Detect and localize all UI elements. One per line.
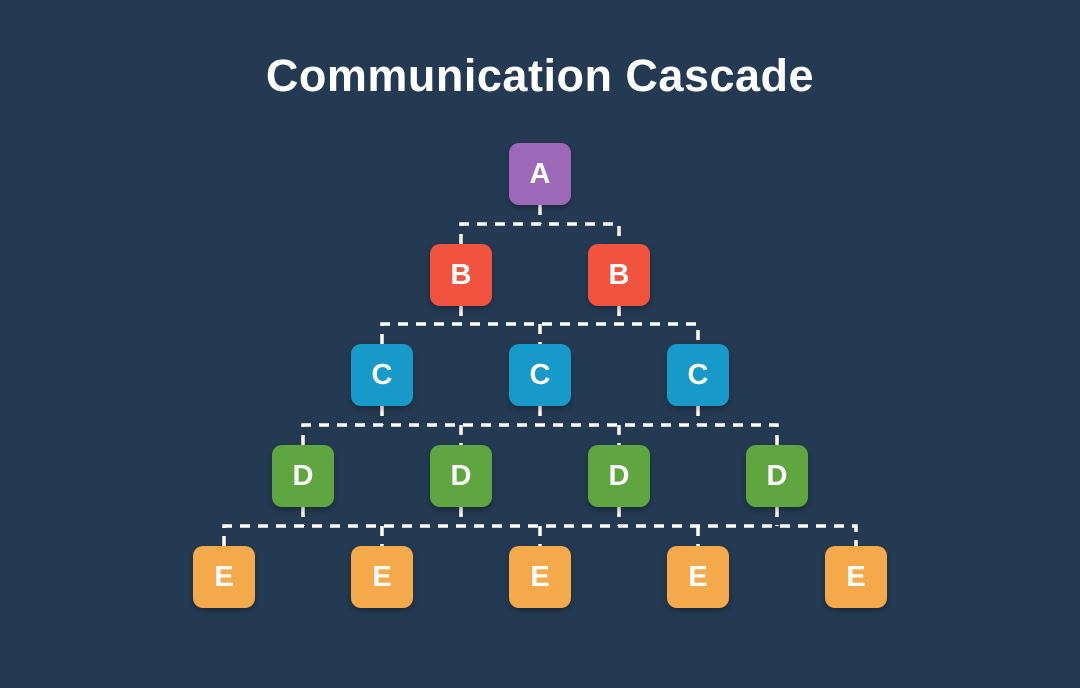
- node-label: D: [292, 459, 314, 492]
- node-label: B: [450, 258, 472, 291]
- node-label: E: [372, 560, 392, 593]
- node-b-1: B: [430, 244, 492, 306]
- node-label: E: [214, 560, 234, 593]
- node-label: C: [529, 358, 551, 391]
- node-e-2: E: [351, 546, 413, 608]
- node-d-4: D: [746, 445, 808, 507]
- node-label: E: [846, 560, 866, 593]
- node-c-1: C: [351, 344, 413, 406]
- node-label: B: [608, 258, 630, 291]
- node-c-2: C: [509, 344, 571, 406]
- node-a-1: A: [509, 143, 571, 205]
- node-c-3: C: [667, 344, 729, 406]
- node-e-1: E: [193, 546, 255, 608]
- node-e-3: E: [509, 546, 571, 608]
- node-label: D: [766, 459, 788, 492]
- node-d-2: D: [430, 445, 492, 507]
- node-label: C: [687, 358, 709, 391]
- node-e-4: E: [667, 546, 729, 608]
- node-label: E: [688, 560, 708, 593]
- node-label: D: [608, 459, 630, 492]
- node-label: E: [530, 560, 550, 593]
- node-d-3: D: [588, 445, 650, 507]
- node-label: D: [450, 459, 472, 492]
- node-label: C: [371, 358, 393, 391]
- node-e-5: E: [825, 546, 887, 608]
- node-d-1: D: [272, 445, 334, 507]
- node-b-2: B: [588, 244, 650, 306]
- diagram-title: Communication Cascade: [265, 50, 815, 101]
- node-label: A: [529, 157, 551, 190]
